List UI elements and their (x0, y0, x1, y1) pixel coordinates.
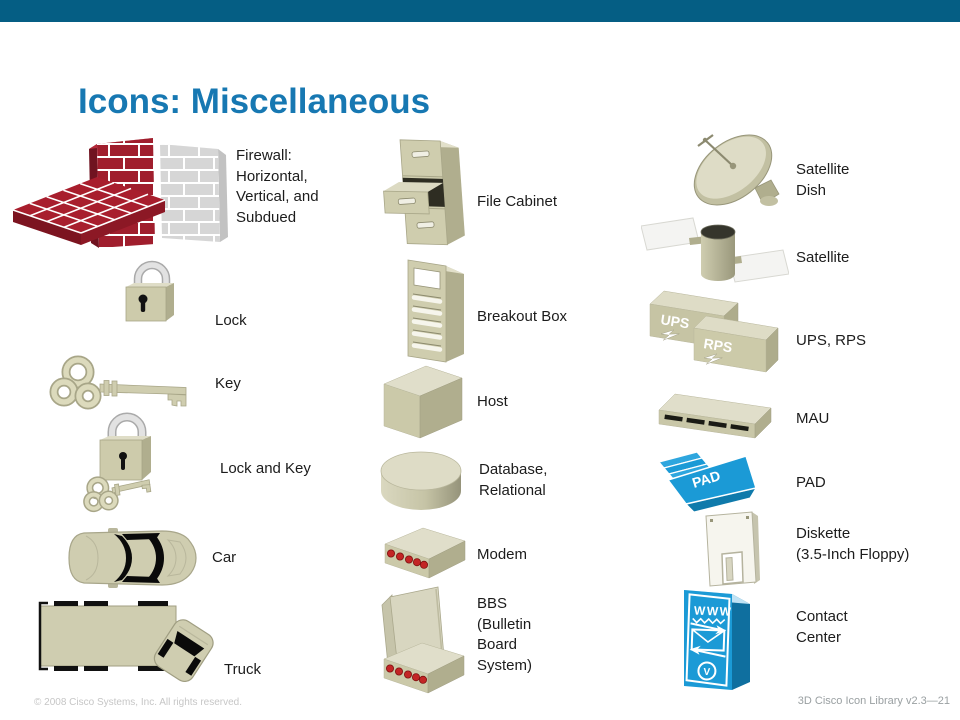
breakout-box-icon (407, 259, 464, 363)
pad-icon: PAD (657, 451, 758, 513)
footer-version: 3D Cisco Icon Library v2.3—21 (797, 695, 950, 707)
contact-center-front: WWW V (685, 593, 733, 687)
top-bar (0, 0, 960, 22)
lock-and-key-key (83, 476, 152, 513)
car-icon (68, 528, 197, 588)
database-relational-label: Database, Relational (479, 461, 548, 499)
mau-icon (658, 393, 772, 439)
breakout-box-label: Breakout Box (477, 308, 568, 325)
satellite-dish-icon (693, 134, 780, 206)
rps-box: RPS (693, 315, 779, 373)
satellite-label: Satellite (796, 249, 850, 266)
ups-text: UPS (660, 311, 691, 331)
bbs-modem (383, 642, 465, 694)
lock-and-key-label: Lock and Key (220, 460, 311, 477)
satellite-dish-label: Satellite Dish (796, 161, 850, 199)
modem-icon (384, 527, 466, 579)
www-text: WWW (694, 603, 733, 618)
modem-label: Modem (477, 546, 528, 563)
bbs-label: BBS (Bulletin Board System) (477, 595, 533, 674)
truck-icon (38, 601, 214, 683)
v-text: V (703, 667, 710, 678)
firewall-subdued-wall (160, 144, 228, 242)
contact-center-label: Contact Center (796, 608, 848, 646)
truck-label: Truck (224, 661, 261, 678)
firewall-label: Firewall: Horizontal, Vertical, and Subd… (236, 147, 319, 226)
truck-cab (153, 619, 214, 683)
contact-center-icon: WWW V (684, 590, 750, 690)
file-cabinet-icon (383, 139, 465, 246)
lock-and-key-icon (83, 412, 152, 513)
ups-rps-label: UPS, RPS (796, 332, 867, 349)
footer-copyright: © 2008 Cisco Systems, Inc. All rights re… (34, 697, 243, 708)
car-label: Car (212, 549, 237, 566)
rps-text: RPS (703, 335, 734, 355)
key-label: Key (215, 375, 241, 392)
lock-label: Lock (215, 312, 247, 329)
key-icon (49, 355, 187, 410)
file-cabinet-label: File Cabinet (477, 193, 558, 210)
firewall-horizontal-wall (12, 177, 166, 245)
pad-label: PAD (796, 474, 826, 491)
bbs-icon (381, 586, 465, 694)
diskette-icon (705, 511, 760, 587)
host-icon (383, 365, 463, 439)
satellite-icon (641, 217, 789, 283)
host-label: Host (477, 393, 508, 410)
ups-rps-icon: UPS RPS (649, 290, 779, 373)
database-relational-icon (380, 451, 462, 510)
mau-label: MAU (796, 410, 830, 427)
firewall-icon (12, 138, 228, 248)
pad-text: PAD (690, 467, 722, 491)
page-title: Icons: Miscellaneous (78, 82, 431, 121)
lock-icon (125, 260, 174, 322)
diskette-label: Diskette (3.5-Inch Floppy) (796, 525, 910, 563)
